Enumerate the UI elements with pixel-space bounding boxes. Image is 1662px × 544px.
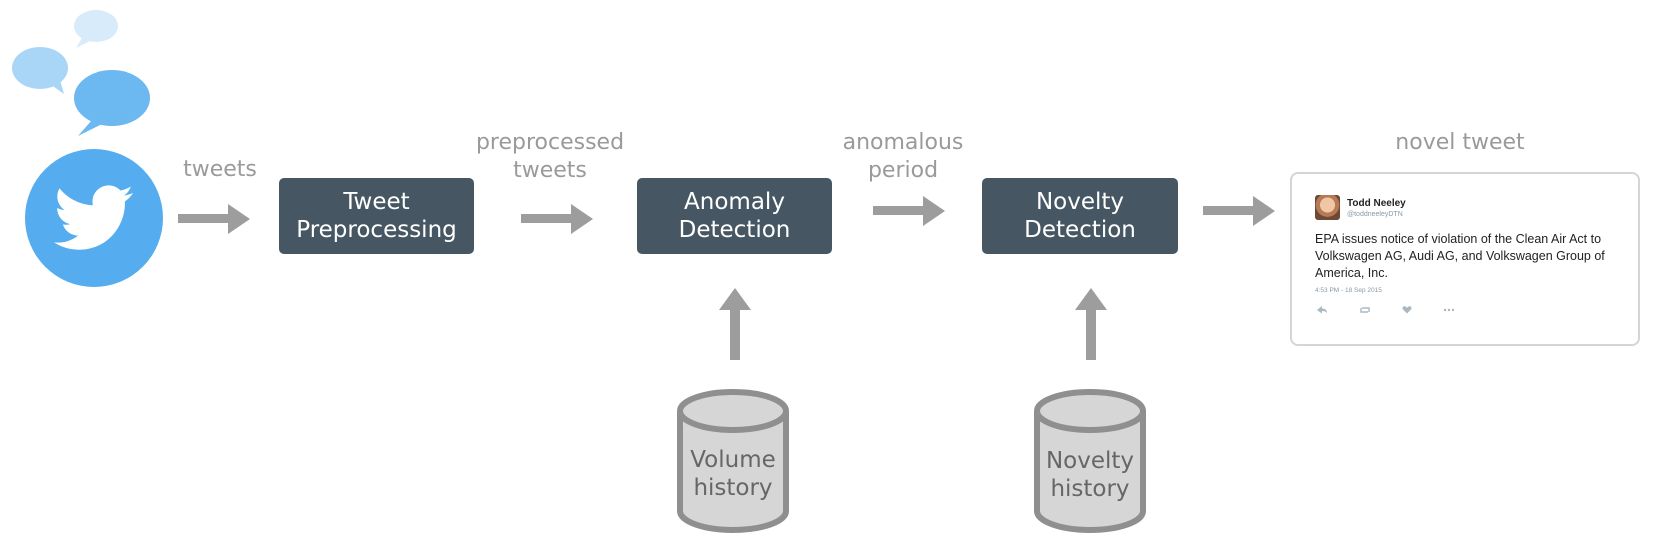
tweet-preprocessing-box: Tweet Preprocessing (279, 178, 474, 254)
heart-icon (1402, 306, 1412, 314)
more-icon (1443, 308, 1455, 312)
anomalous-period-label: anomalous period (842, 130, 964, 183)
speech-bubble-large-icon (74, 70, 150, 136)
novelty-history-database-icon (1034, 389, 1146, 533)
novelty-detection-box: Novelty Detection (982, 178, 1178, 254)
volume-history-label: Volume history (690, 447, 776, 501)
avatar (1315, 195, 1340, 220)
anomaly-detection-box: Anomaly Detection (637, 178, 832, 254)
arrow-right-3 (873, 196, 945, 226)
twitter-bird-icon (25, 149, 163, 287)
reply-icon (1317, 306, 1327, 314)
speech-bubbles-icon (12, 10, 150, 136)
novel-tweet-label: novel tweet (1395, 130, 1525, 155)
speech-bubble-medium-icon (12, 47, 68, 94)
tweet-text: EPA issues notice of violation of the Cl… (1315, 232, 1605, 280)
volume-history-database-icon (677, 389, 789, 533)
arrow-up-novelty (1075, 288, 1107, 360)
arrow-right-2 (521, 204, 593, 234)
preprocessed-tweets-label: preprocessed tweets (475, 130, 625, 183)
tweets-label: tweets (183, 157, 257, 182)
tweet-author-handle: @toddneeleyDTN (1347, 211, 1403, 218)
arrow-up-anomaly (719, 288, 751, 360)
tweet-timestamp: 4:53 PM - 18 Sep 2015 (1315, 287, 1382, 294)
novel-tweet-card: Todd Neeley @toddneeleyDTN EPA issues no… (1290, 172, 1640, 346)
retweet-icon (1360, 307, 1370, 313)
tweet-actions (1317, 306, 1455, 314)
arrow-right-4 (1203, 196, 1275, 226)
novelty-history-label: Novelty history (1045, 448, 1135, 502)
tweet-author-name: Todd Neeley (1347, 198, 1406, 209)
speech-bubble-small-icon (74, 10, 118, 48)
arrow-right-1 (178, 204, 250, 234)
